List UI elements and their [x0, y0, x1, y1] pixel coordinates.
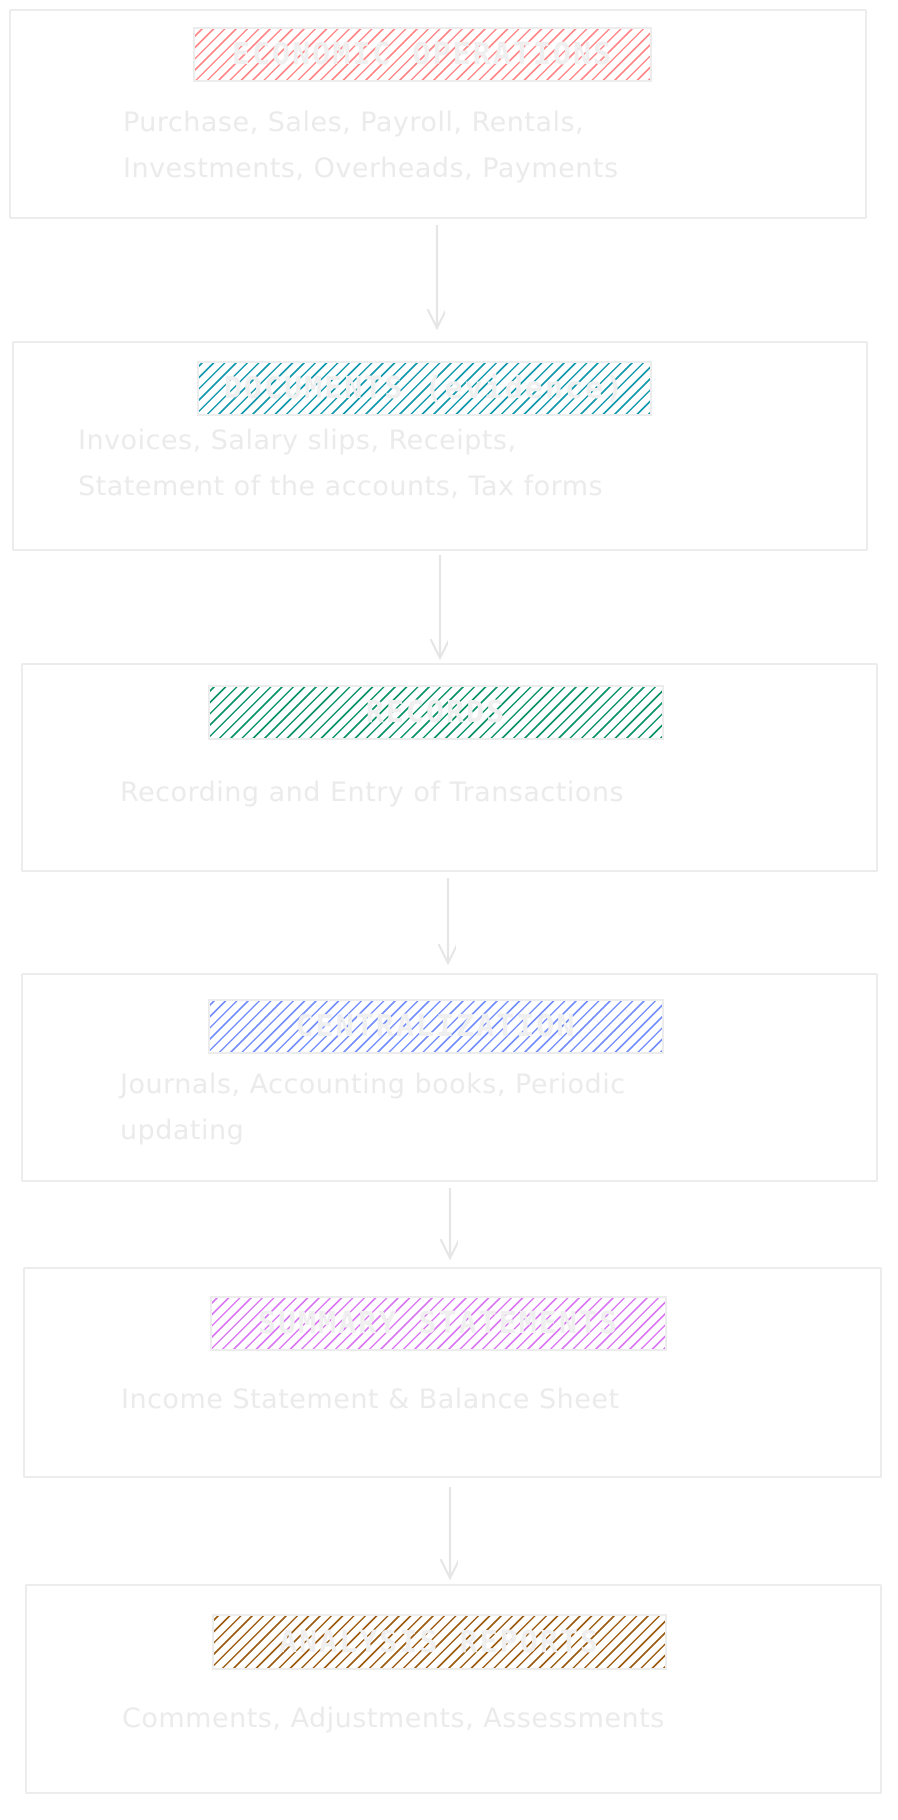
arrow-down-icon — [426, 225, 445, 330]
step-title-summary-statements: SUMMARY STATEMENTS — [210, 1296, 667, 1351]
step-description-records: Recording and Entry of Transactions — [120, 777, 625, 808]
step-description-summary-statements: Income Statement & Balance Sheet — [121, 1384, 620, 1415]
step-box-documents — [12, 341, 868, 551]
step-title-economic-operations: ECONOMIC OPERATIONS — [193, 27, 652, 82]
step-description-documents: Invoices, Salary slips, Receipts, Statem… — [78, 425, 604, 502]
arrow-down-icon — [437, 878, 456, 965]
arrow-down-icon — [439, 1487, 458, 1580]
step-box-economic-operations — [9, 9, 867, 219]
arrow-down-icon — [439, 1188, 458, 1260]
step-box-records — [21, 663, 878, 872]
step-box-centralization — [21, 973, 878, 1182]
step-description-analysis-reports: Comments, Adjustments, Assessments — [122, 1703, 665, 1734]
step-title-analysis-reports: ANALYSIS REPORTS — [212, 1614, 667, 1670]
step-box-summary-statements — [23, 1267, 882, 1478]
step-title-documents: DOCUMENTS (evidence) — [197, 361, 652, 416]
step-title-centralization: CENTRALIZATION — [208, 999, 664, 1054]
step-description-centralization: Journals, Accounting books, Periodic upd… — [120, 1069, 626, 1146]
step-box-analysis-reports — [25, 1584, 882, 1794]
step-title-records: RECORDS — [208, 685, 664, 740]
arrow-down-icon — [429, 555, 448, 660]
step-description-economic-operations: Purchase, Sales, Payroll, Rentals, Inves… — [123, 107, 619, 184]
